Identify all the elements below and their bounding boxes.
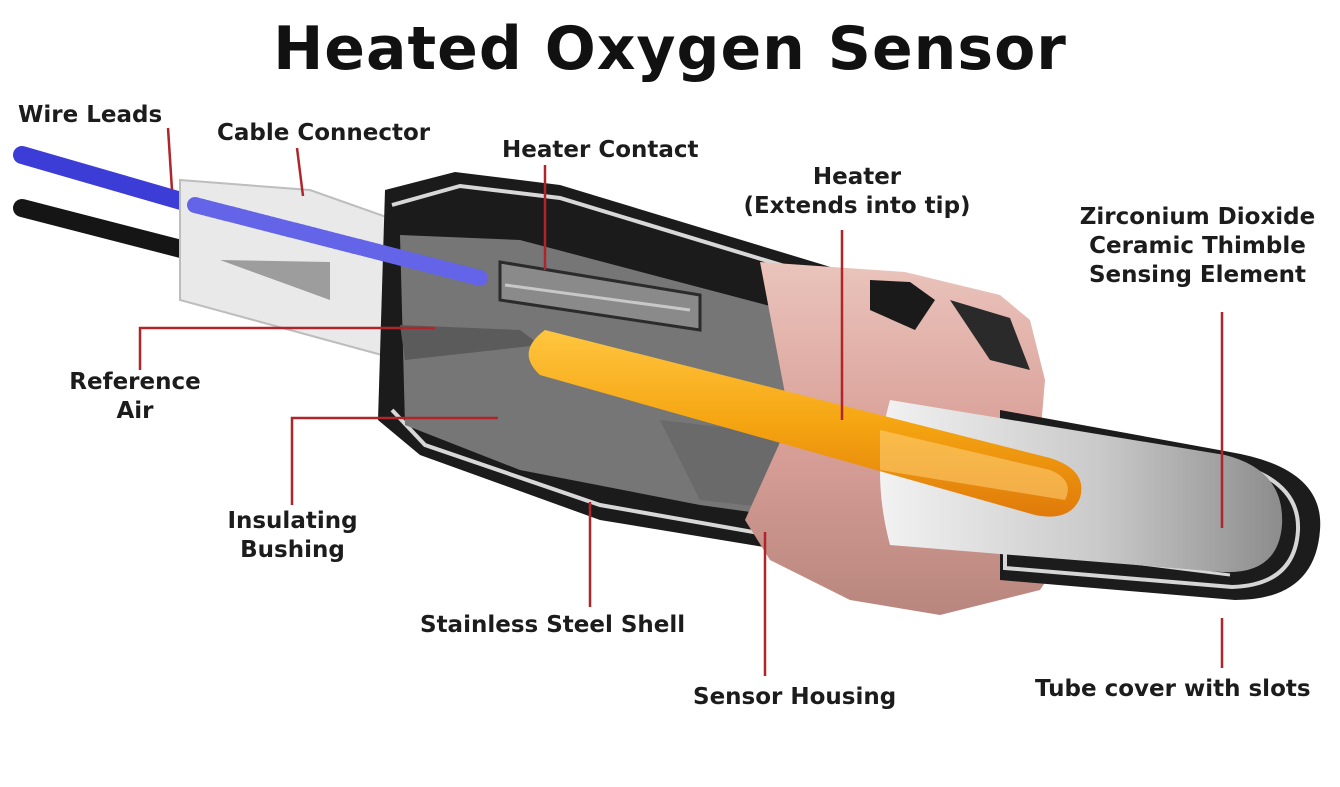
label-zirconium-line-1: Zirconium Dioxide	[1079, 204, 1316, 230]
leader-reference-air	[138, 326, 435, 370]
label-cable-connector: Cable Connector	[217, 120, 431, 146]
label-insulating-bushing-line-2: Bushing	[240, 537, 345, 563]
label-zirconium-line-2: Ceramic Thimble	[1089, 233, 1306, 259]
leader-wire-leads	[166, 127, 174, 191]
heater-contact-highlight	[504, 283, 691, 312]
label-zirconium-line-3: Sensing Element	[1088, 262, 1307, 288]
housing-shadow	[870, 280, 935, 330]
label-insulating-bushing: Insulating Bushing	[215, 507, 370, 565]
leader-cable-connector	[295, 147, 305, 197]
label-heater: Heater (Extends into tip)	[742, 163, 972, 221]
label-reference-air-line-2: Air	[116, 398, 154, 424]
label-sensor-housing: Sensor Housing	[693, 684, 897, 710]
label-reference-air-line-1: Reference	[69, 369, 201, 395]
label-reference-air: Reference Air	[55, 368, 215, 426]
heater-contact	[498, 260, 702, 332]
diagram-title: Heated Oxygen Sensor	[273, 14, 1067, 84]
label-zirconium: Zirconium Dioxide Ceramic Thimble Sensin…	[1070, 203, 1325, 290]
label-wire-leads: Wire Leads	[18, 102, 163, 128]
black-wire	[13, 199, 194, 259]
shell-highlight-top	[391, 183, 871, 294]
blue-wire-inner	[187, 197, 488, 286]
shell-highlight-bottom	[390, 408, 771, 537]
label-heater-line-1: Heater	[812, 164, 902, 190]
reference-air-channel	[400, 325, 540, 360]
leader-lines	[138, 127, 1224, 676]
connector-slit	[220, 260, 330, 300]
housing-thread-shadow	[950, 300, 1030, 370]
label-insulating-bushing-line-1: Insulating	[227, 508, 358, 534]
blue-wire	[13, 146, 204, 214]
label-heater-contact: Heater Contact	[502, 137, 699, 163]
label-stainless-steel-shell: Stainless Steel Shell	[420, 612, 686, 638]
label-heater-line-2: (Extends into tip)	[743, 193, 971, 219]
heater-tip-glow	[880, 430, 1068, 500]
leader-insulating-bushing	[290, 416, 498, 505]
label-tube-cover: Tube cover with slots	[1035, 676, 1311, 702]
